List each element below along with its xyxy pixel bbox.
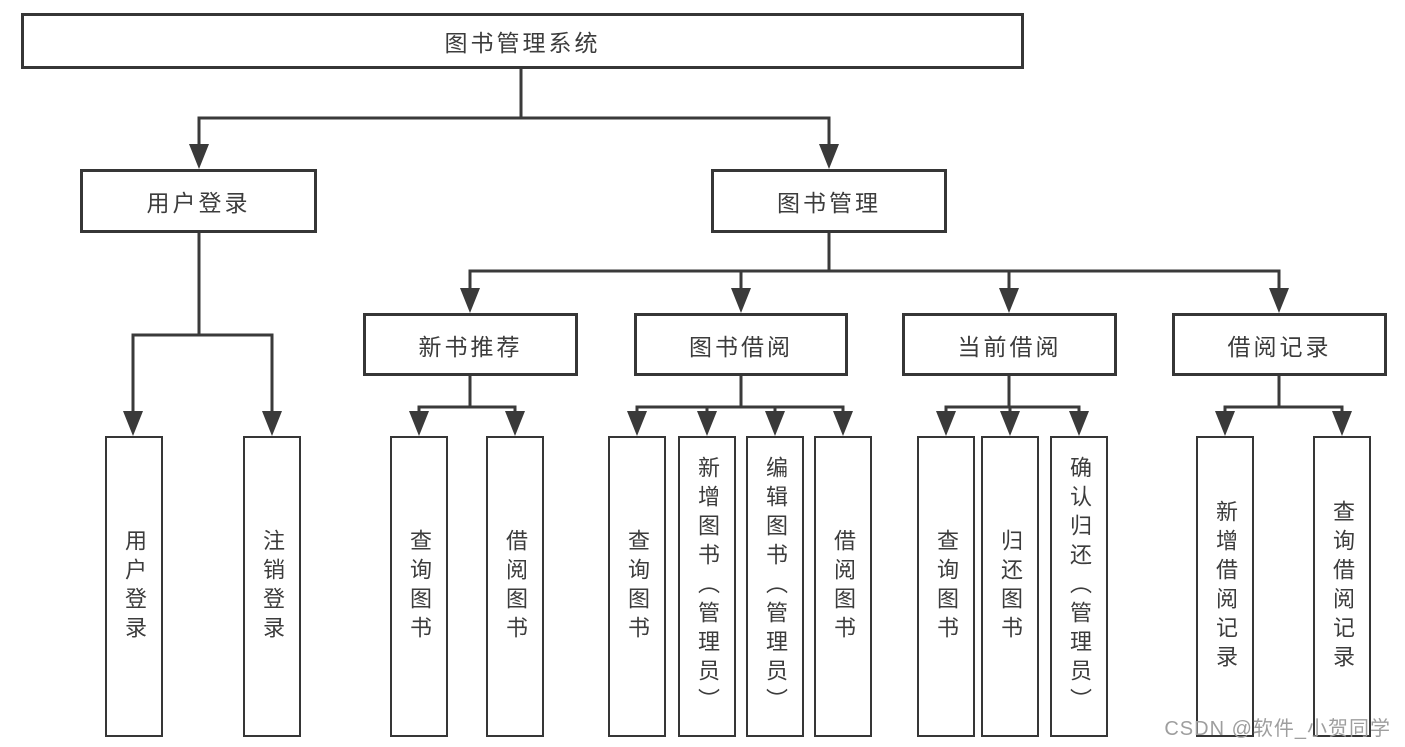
node-book-management: 图书管理 xyxy=(711,169,947,233)
leaf-current-return-books: 归还图书 xyxy=(981,436,1039,737)
node-book-borrow: 图书借阅 xyxy=(634,313,848,376)
node-current-borrow: 当前借阅 xyxy=(902,313,1117,376)
leaf-logout: 注销登录 xyxy=(243,436,301,737)
arrowheads xyxy=(123,144,1352,436)
connector-segments xyxy=(131,67,1344,415)
leaf-user-login: 用户登录 xyxy=(105,436,163,737)
leaf-current-query-books: 查询图书 xyxy=(917,436,975,737)
node-root: 图书管理系统 xyxy=(21,13,1024,69)
node-new-book-recommend: 新书推荐 xyxy=(363,313,578,376)
leaf-records-add-record: 新增借阅记录 xyxy=(1196,436,1254,737)
leaf-current-confirm-return-admin: 确认归还（管理员） xyxy=(1050,436,1108,737)
leaf-newbook-query-books: 查询图书 xyxy=(390,436,448,737)
leaf-borrow-query-books: 查询图书 xyxy=(608,436,666,737)
leaf-borrow-edit-books-admin: 编辑图书（管理员） xyxy=(746,436,804,737)
node-user-login: 用户登录 xyxy=(80,169,317,233)
leaf-records-query-record: 查询借阅记录 xyxy=(1313,436,1371,737)
leaf-newbook-borrow-books: 借阅图书 xyxy=(486,436,544,737)
node-borrow-records: 借阅记录 xyxy=(1172,313,1387,376)
leaf-borrow-add-books-admin: 新增图书（管理员） xyxy=(678,436,736,737)
leaf-borrow-borrow-books: 借阅图书 xyxy=(814,436,872,737)
watermark: CSDN @软件_小贺同学 xyxy=(1164,718,1391,740)
